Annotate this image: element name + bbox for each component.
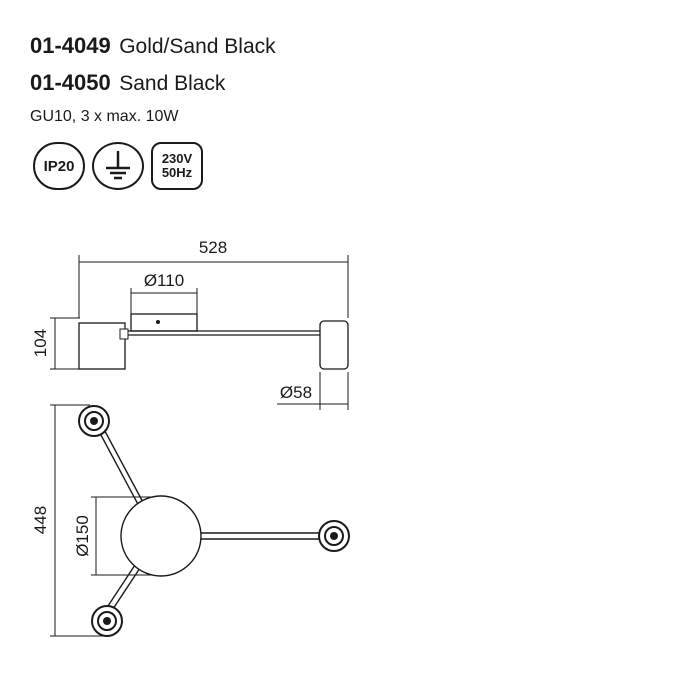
canopy-side xyxy=(130,313,198,332)
voltage-text: 230V xyxy=(161,151,193,166)
canopy-side-label: Ø110 xyxy=(144,271,184,290)
spot-head-right xyxy=(318,520,350,552)
arm-top-edge xyxy=(98,419,146,507)
spot-joint xyxy=(119,328,129,340)
protective-earth-icon xyxy=(92,142,144,190)
product-line-2: 01-4050 Sand Black xyxy=(30,70,225,96)
right-spot-side xyxy=(319,320,349,370)
canopy-top xyxy=(120,495,202,577)
product-code: 01-4050 xyxy=(30,70,111,95)
lamp-spec: GU10, 3 x max. 10W xyxy=(30,108,179,125)
spot-head-top xyxy=(78,405,110,437)
arm-bottom xyxy=(103,564,136,613)
spot-head-bottom xyxy=(91,605,123,637)
spot-diameter-label: Ø58 xyxy=(280,383,312,402)
product-finish: Gold/Sand Black xyxy=(119,35,276,58)
canopy-top-label: Ø150 xyxy=(73,515,92,557)
left-spot-side xyxy=(78,322,126,370)
depth-label: 448 xyxy=(31,506,50,534)
arm-top xyxy=(93,421,141,509)
ip-rating-badge: IP20 xyxy=(33,142,85,190)
voltage-badge: 230V 50Hz xyxy=(151,142,203,190)
ip-rating-text: IP20 xyxy=(43,157,75,175)
canopy-screw xyxy=(156,320,160,324)
ground-symbol-icon xyxy=(106,151,130,180)
product-code: 01-4049 xyxy=(30,33,111,58)
width-label: 528 xyxy=(199,238,227,257)
product-line-1: 01-4049 Gold/Sand Black xyxy=(30,33,276,59)
product-finish: Sand Black xyxy=(119,72,226,95)
height-label: 104 xyxy=(31,329,50,357)
frequency-text: 50Hz xyxy=(161,165,193,180)
